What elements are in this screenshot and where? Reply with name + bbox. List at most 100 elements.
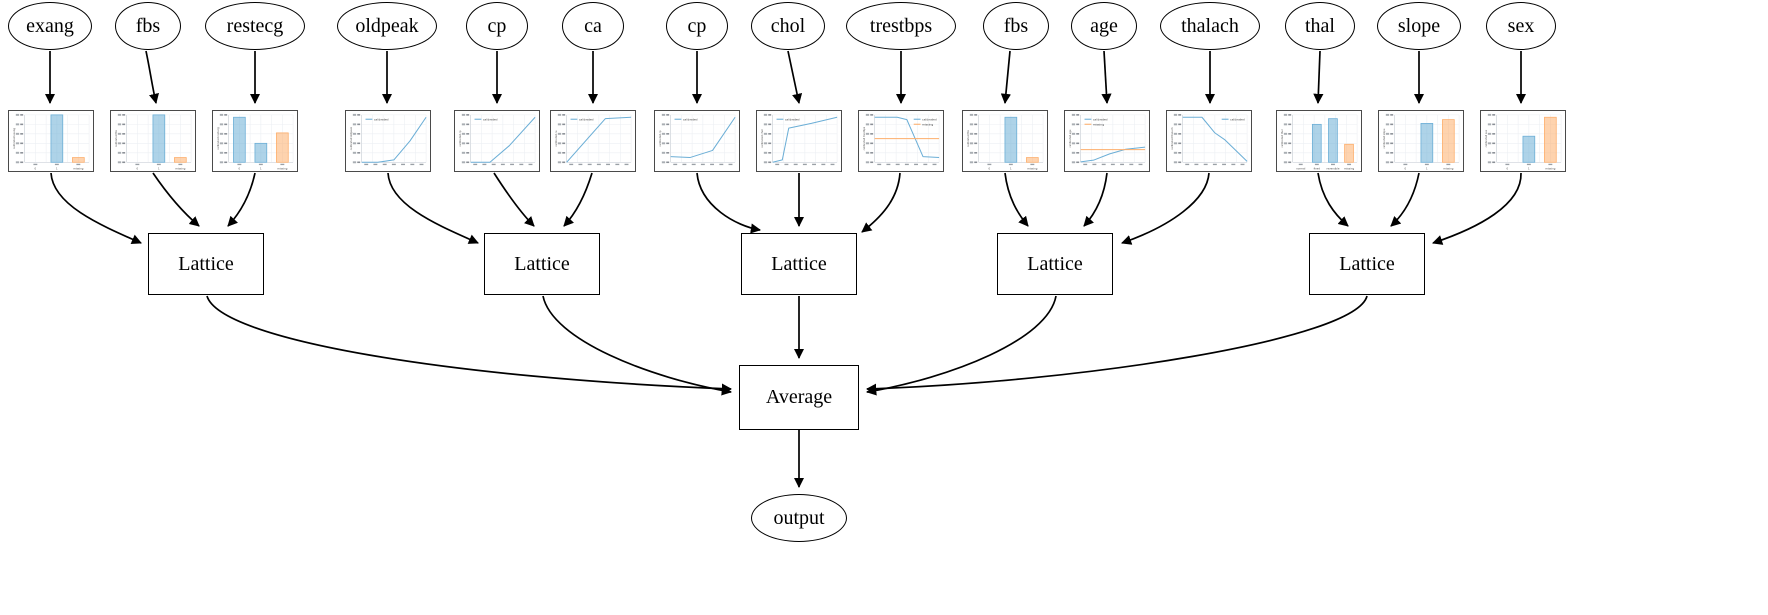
svg-text:calibrated ca: calibrated ca <box>554 130 558 147</box>
svg-text:calibrated: calibrated <box>922 117 937 121</box>
svg-text:calibrated slope: calibrated slope <box>1382 128 1386 148</box>
svg-text:0: 0 <box>1405 166 1407 170</box>
feature-node-label: oldpeak <box>355 14 419 37</box>
svg-text:missing: missing <box>277 166 287 170</box>
calibration-plot-ca[interactable]: calibrated ca calibrated <box>550 110 636 172</box>
feature-node-label: thalach <box>1181 14 1239 37</box>
svg-text:calibrated: calibrated <box>483 117 498 121</box>
feature-node-label: sex <box>1507 14 1535 37</box>
svg-text:1: 1 <box>260 166 262 170</box>
calibration-plot-chol[interactable]: calibrated chol calibrated <box>756 110 842 172</box>
feature-node-label: fbs <box>135 14 161 37</box>
svg-text:missing: missing <box>73 166 83 170</box>
svg-text:normal: normal <box>1296 166 1305 170</box>
calibration-plot-exang[interactable]: 0 1 missing calibrated exang <box>8 110 94 172</box>
svg-text:0: 0 <box>1507 166 1509 170</box>
feature-node-label: exang <box>26 14 74 37</box>
svg-text:1: 1 <box>56 166 58 170</box>
svg-text:missing: missing <box>1545 166 1555 170</box>
feature-node-chol[interactable]: chol <box>751 2 825 50</box>
svg-text:1: 1 <box>1426 166 1428 170</box>
feature-node-label: fbs <box>1003 14 1029 37</box>
feature-node-label: slope <box>1397 14 1441 37</box>
lattice-node[interactable]: Lattice <box>1309 233 1425 295</box>
feature-node-oldpeak[interactable]: oldpeak <box>337 2 437 50</box>
calibration-plot-cp[interactable]: calibrated cp calibrated <box>454 110 540 172</box>
feature-node-thalach[interactable]: thalach <box>1160 2 1260 50</box>
calibration-plot-oldpeak[interactable]: calibrated oldpeak calibrated <box>345 110 431 172</box>
svg-text:0: 0 <box>989 166 991 170</box>
lattice-node[interactable]: Lattice <box>997 233 1113 295</box>
svg-text:calibrated thalach: calibrated thalach <box>1170 127 1174 150</box>
feature-node-exang[interactable]: exang <box>8 2 92 50</box>
svg-text:calibrated exang: calibrated exang <box>12 128 16 149</box>
calibration-plot-thalach[interactable]: calibrated thalach calibrated <box>1166 110 1252 172</box>
svg-text:0: 0 <box>137 166 139 170</box>
average-node[interactable]: Average <box>739 365 859 430</box>
output-node-label: output <box>773 506 825 529</box>
svg-text:calibrated chol: calibrated chol <box>760 129 764 148</box>
feature-node-fbs[interactable]: fbs <box>115 2 181 50</box>
svg-text:missing: missing <box>1027 166 1037 170</box>
feature-node-restecg[interactable]: restecg <box>205 2 305 50</box>
svg-text:0: 0 <box>239 166 241 170</box>
feature-node-sex[interactable]: sex <box>1486 2 1556 50</box>
feature-node-thal[interactable]: thal <box>1285 2 1355 50</box>
average-node-label: Average <box>765 386 833 408</box>
svg-text:missing: missing <box>922 123 933 127</box>
svg-text:calibrated: calibrated <box>1230 117 1245 121</box>
feature-node-label: ca <box>584 14 602 37</box>
feature-node-trestbps[interactable]: trestbps <box>846 2 956 50</box>
svg-text:calibrated: calibrated <box>1093 117 1108 121</box>
lattice-node-label: Lattice <box>1339 252 1395 275</box>
svg-text:calibrated cp: calibrated cp <box>458 130 462 147</box>
svg-text:calibrated restecg: calibrated restecg <box>216 127 220 150</box>
feature-node-label: trestbps <box>869 14 933 37</box>
output-node[interactable]: output <box>751 494 847 542</box>
lattice-node[interactable]: Lattice <box>148 233 264 295</box>
lattice-node[interactable]: Lattice <box>741 233 857 295</box>
feature-node-age[interactable]: age <box>1071 2 1137 50</box>
svg-text:calibrated trestbps: calibrated trestbps <box>862 126 866 150</box>
svg-text:1: 1 <box>1010 166 1012 170</box>
feature-node-ca[interactable]: ca <box>562 2 624 50</box>
feature-node-fbs[interactable]: fbs <box>983 2 1049 50</box>
svg-text:1: 1 <box>158 166 160 170</box>
feature-node-label: thal <box>1305 14 1335 37</box>
feature-node-label: restecg <box>226 14 284 37</box>
svg-text:calibrated sex: calibrated sex <box>1484 129 1488 147</box>
feature-node-cp[interactable]: cp <box>666 2 728 50</box>
feature-node-label: cp <box>487 14 507 37</box>
svg-text:calibrated fbs: calibrated fbs <box>966 129 970 147</box>
svg-text:calibrated oldpeak: calibrated oldpeak <box>349 126 353 150</box>
lattice-node-label: Lattice <box>1027 252 1083 275</box>
lattice-node-label: Lattice <box>514 252 570 275</box>
svg-text:calibrated age: calibrated age <box>1068 129 1072 147</box>
svg-text:fixed: fixed <box>1314 166 1321 170</box>
lattice-node[interactable]: Lattice <box>484 233 600 295</box>
svg-text:missing: missing <box>1344 166 1354 170</box>
svg-text:calibrated thal: calibrated thal <box>1280 129 1284 147</box>
feature-node-cp[interactable]: cp <box>466 2 528 50</box>
calibration-plot-trestbps[interactable]: calibrated trestbps calibrated missing <box>858 110 944 172</box>
calibration-plot-fbs[interactable]: 0 1 missing calibrated fbs <box>962 110 1048 172</box>
svg-text:calibrated fbs: calibrated fbs <box>114 129 118 147</box>
svg-text:missing: missing <box>1443 166 1453 170</box>
lattice-node-label: Lattice <box>771 252 827 275</box>
feature-node-label: chol <box>770 14 806 37</box>
lattice-node-label: Lattice <box>178 252 234 275</box>
feature-node-slope[interactable]: slope <box>1377 2 1461 50</box>
calibration-plot-age[interactable]: calibrated age calibrated missing <box>1064 110 1150 172</box>
calibration-plot-slope[interactable]: 0 1 missing calibrated slope <box>1378 110 1464 172</box>
svg-text:calibrated cp: calibrated cp <box>658 130 662 147</box>
svg-text:missing: missing <box>1093 123 1104 127</box>
svg-text:0: 0 <box>35 166 37 170</box>
calibration-plot-cp[interactable]: calibrated cp calibrated <box>654 110 740 172</box>
feature-node-label: age <box>1090 14 1118 37</box>
calibration-plot-restecg[interactable]: 0 1 missing calibrated restecg <box>212 110 298 172</box>
